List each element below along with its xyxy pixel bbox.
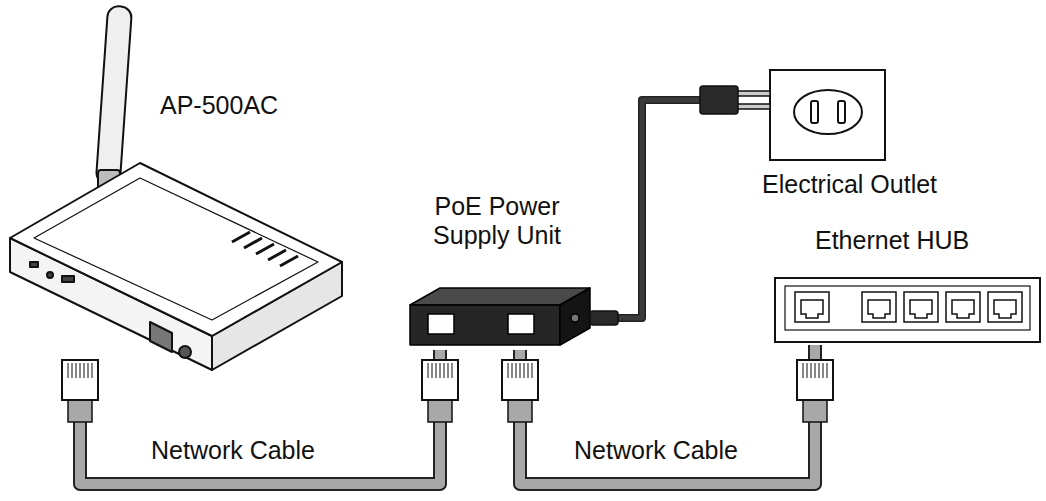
dc-plug-body (590, 311, 618, 325)
outlet-face (794, 90, 862, 134)
poe-front (410, 305, 560, 345)
connector-outline (520, 345, 815, 484)
antenna (96, 6, 132, 185)
hub-port (988, 292, 1022, 322)
rj45-plug (62, 360, 98, 422)
part-label: PoE Power Supply Unit (417, 192, 577, 250)
connector-core (590, 100, 700, 318)
connector-outline (590, 100, 700, 318)
hub-port (795, 292, 829, 322)
outlet-slot (811, 101, 818, 123)
reset-button (47, 272, 53, 278)
network-cable (80, 350, 440, 484)
poe-unit-node: PoE Power Supply Unit (405, 192, 590, 350)
hub-panel (785, 286, 1030, 330)
usb-port (62, 276, 74, 282)
rj45-plug (422, 360, 458, 422)
plug-prong (736, 104, 770, 109)
device-top-face (10, 163, 342, 336)
dc-plug (590, 311, 618, 325)
connector-core (80, 350, 440, 484)
cable-label: Network Cable (148, 436, 318, 465)
network-cable (520, 345, 815, 484)
hub-port (862, 292, 896, 322)
rj45-plugs (62, 360, 833, 422)
outlet-node: Electrical Outlet (700, 66, 1000, 205)
power-cord (590, 100, 700, 318)
hub-ports (795, 292, 1022, 322)
cable-label: Network Cable (571, 436, 741, 465)
poe-port (508, 314, 534, 334)
hub-node: Ethernet HUB (770, 226, 1042, 345)
hub-port (946, 292, 980, 322)
access-point (10, 6, 342, 370)
connector-core (520, 345, 815, 484)
part-label: AP-500AC (160, 91, 278, 120)
outlet-plate (770, 70, 885, 160)
rj45-plug (797, 360, 833, 422)
poe-unit (410, 288, 590, 345)
plug-body (700, 86, 738, 114)
hub-port (904, 292, 938, 322)
dc-jack (571, 314, 579, 322)
power-plug (700, 86, 770, 114)
device-top-inset (34, 178, 318, 320)
part-label: Ethernet HUB (815, 226, 969, 255)
outlet-slot (838, 101, 845, 123)
poe-side (560, 288, 590, 345)
poe-port (428, 314, 454, 334)
access-point-node: AP-500AC (5, 5, 345, 372)
electrical-outlet (770, 70, 885, 160)
rj45-plug (502, 360, 538, 422)
power-jack (179, 346, 191, 358)
ethernet-hub (775, 278, 1040, 342)
status-leds (232, 232, 298, 266)
part-label: Electrical Outlet (762, 170, 937, 199)
connector-outline (80, 350, 440, 484)
lan-port (150, 322, 172, 352)
switch (30, 262, 38, 267)
plug-prong (736, 91, 770, 96)
hub-body (775, 278, 1040, 342)
